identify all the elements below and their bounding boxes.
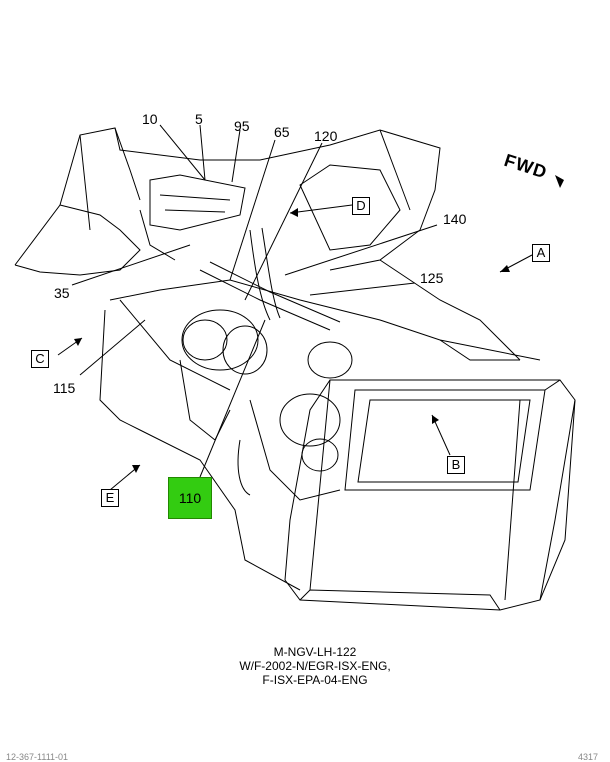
callout-115: 115 <box>53 380 76 396</box>
callout-95: 95 <box>234 118 250 134</box>
view-label-a: A <box>532 244 550 262</box>
caption-line-1: M-NGV-LH-122 <box>273 645 357 659</box>
view-label-c: C <box>31 350 49 368</box>
callout-10: 10 <box>142 111 158 127</box>
view-label-d: D <box>352 197 370 215</box>
view-label-b: B <box>447 456 465 474</box>
callout-65: 65 <box>274 124 290 140</box>
view-label-e: E <box>101 489 119 507</box>
callout-140: 140 <box>443 211 467 227</box>
callout-125: 125 <box>420 270 444 286</box>
caption-line-3: F-ISX-EPA-04-ENG <box>262 673 368 687</box>
callout-5: 5 <box>195 111 203 127</box>
callout-35: 35 <box>54 285 70 301</box>
footer-left-text: 12-367-1111-01 <box>6 752 69 762</box>
callout-120: 120 <box>314 128 338 144</box>
caption-line-2: W/F-2002-N/EGR-ISX-ENG, <box>239 659 391 673</box>
footer-right-text: 4317 <box>578 752 599 762</box>
highlighted-callout-110[interactable]: 110 <box>168 477 212 519</box>
